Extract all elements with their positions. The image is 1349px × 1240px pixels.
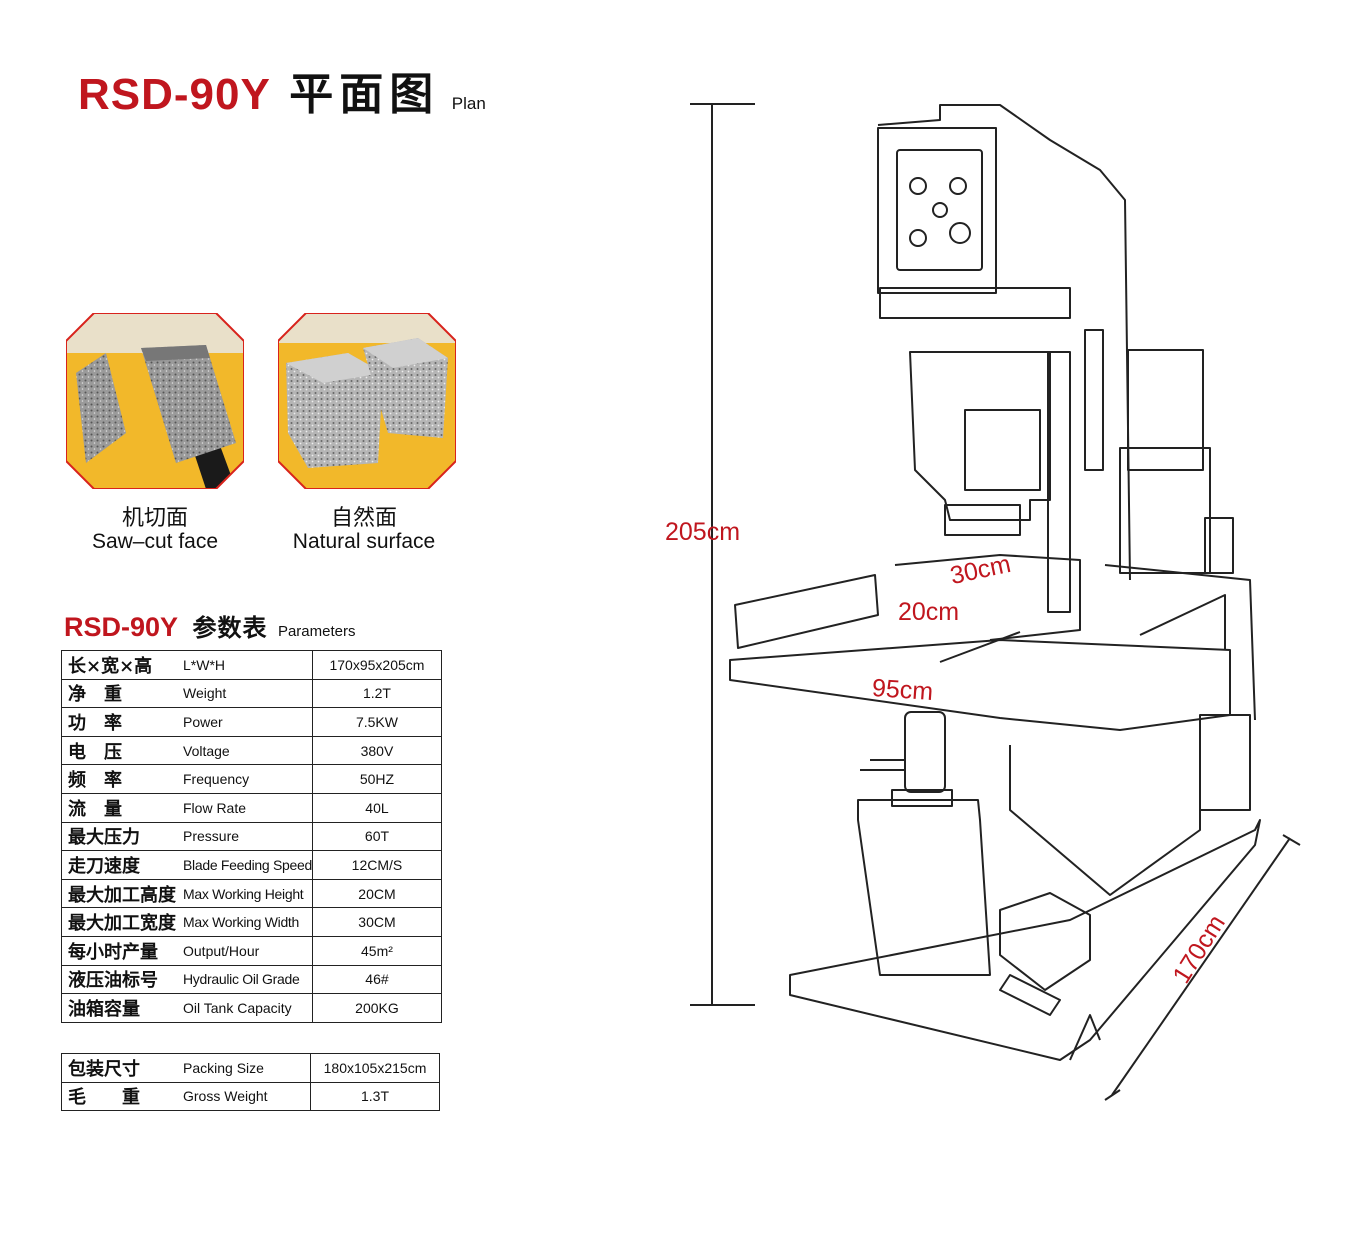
title-model: RSD-90Y xyxy=(78,70,271,119)
param-value: 46# xyxy=(311,964,442,995)
natural-surface-caption: 自然面 Natural surface xyxy=(254,505,474,554)
param-name-en: Weight xyxy=(183,678,313,709)
param-value: 380V xyxy=(311,735,442,766)
length-dimension-tick-a xyxy=(1104,1089,1121,1101)
param-name-en: Voltage xyxy=(183,735,313,766)
saw-cut-sample-image xyxy=(66,313,244,489)
param-name-en: Oil Tank Capacity xyxy=(183,993,313,1023)
machine-line-drawing xyxy=(690,103,1301,1101)
param-value: 40L xyxy=(311,792,442,823)
param-value: 170x95x205cm xyxy=(311,650,442,680)
parameters-title-en: Parameters xyxy=(277,623,356,640)
param-name-cn: 流 量 xyxy=(61,792,183,823)
param-name-en: Max Working Height xyxy=(183,878,313,909)
param-value: 200KG xyxy=(311,993,442,1023)
packing-name-cn: 毛 重 xyxy=(61,1081,183,1112)
param-name-en: Frequency xyxy=(183,764,313,794)
param-name-cn: 走刀速度 xyxy=(61,850,183,880)
param-name-cn: 电 压 xyxy=(61,735,183,766)
param-name-en: Hydraulic Oil Grade xyxy=(183,964,313,995)
saw-cut-caption: 机切面 Saw–cut face xyxy=(45,505,265,554)
packing-name-en: Gross Weight xyxy=(183,1081,311,1112)
natural-label-cn: 自然面 xyxy=(330,505,397,530)
param-value: 1.2T xyxy=(311,678,442,709)
param-name-en: Blade Feeding Speed xyxy=(183,850,313,880)
param-value: 30CM xyxy=(311,907,442,937)
natural-label-en: Natural surface xyxy=(292,530,436,554)
packing-name-cn: 包装尺寸 xyxy=(61,1053,183,1083)
param-value: 50HZ xyxy=(311,764,442,794)
title-en: Plan xyxy=(451,94,486,113)
page-title: RSD-90Y 平面图 Plan xyxy=(78,58,486,122)
packing-name-en: Packing Size xyxy=(183,1053,311,1083)
param-name-en: Pressure xyxy=(183,821,313,852)
packing-value: 1.3T xyxy=(310,1081,440,1112)
param-name-cn: 净 重 xyxy=(61,678,183,709)
param-value: 60T xyxy=(311,821,442,852)
param-value: 7.5KW xyxy=(311,707,442,737)
saw-cut-label-en: Saw–cut face xyxy=(91,530,219,554)
width-dimension-label: 95cm xyxy=(871,673,935,707)
param-value: 12CM/S xyxy=(311,850,442,880)
param-name-cn: 每小时产量 xyxy=(61,935,183,966)
packing-value: 180x105x215cm xyxy=(310,1053,440,1083)
parameters-title: RSD-90Y 参数表 Parameters xyxy=(64,608,355,643)
param-name-en: Flow Rate xyxy=(183,792,313,823)
height-dimension-label: 205cm xyxy=(665,518,741,546)
parameters-title-cn: 参数表 xyxy=(192,615,268,642)
length-dimension-line xyxy=(1111,837,1291,1096)
param-name-cn: 长×宽×高 xyxy=(61,650,183,680)
param-name-en: Max Working Width xyxy=(183,907,313,937)
param-name-en: Output/Hour xyxy=(183,935,313,966)
param-name-cn: 最大加工高度 xyxy=(61,878,183,909)
param-value: 45m² xyxy=(311,935,442,966)
param-name-cn: 最大压力 xyxy=(61,821,183,852)
saw-cut-label-cn: 机切面 xyxy=(121,505,188,530)
param-name-cn: 频 率 xyxy=(61,764,183,794)
title-cn: 平面图 xyxy=(289,70,440,119)
param-name-cn: 最大加工宽度 xyxy=(61,907,183,937)
param-name-en: L*W*H xyxy=(183,650,313,680)
param-name-cn: 液压油标号 xyxy=(61,964,183,995)
param-name-cn: 功 率 xyxy=(61,707,183,737)
param-name-cn: 油箱容量 xyxy=(61,993,183,1023)
param-value: 20CM xyxy=(311,878,442,909)
machine-body xyxy=(729,104,1261,1061)
natural-surface-sample-image xyxy=(278,313,456,489)
param-name-en: Power xyxy=(183,707,313,737)
length-dimension-tick-b xyxy=(1282,834,1301,846)
parameters-model: RSD-90Y xyxy=(64,612,179,642)
working-height-dimension-label: 20cm xyxy=(898,598,960,626)
